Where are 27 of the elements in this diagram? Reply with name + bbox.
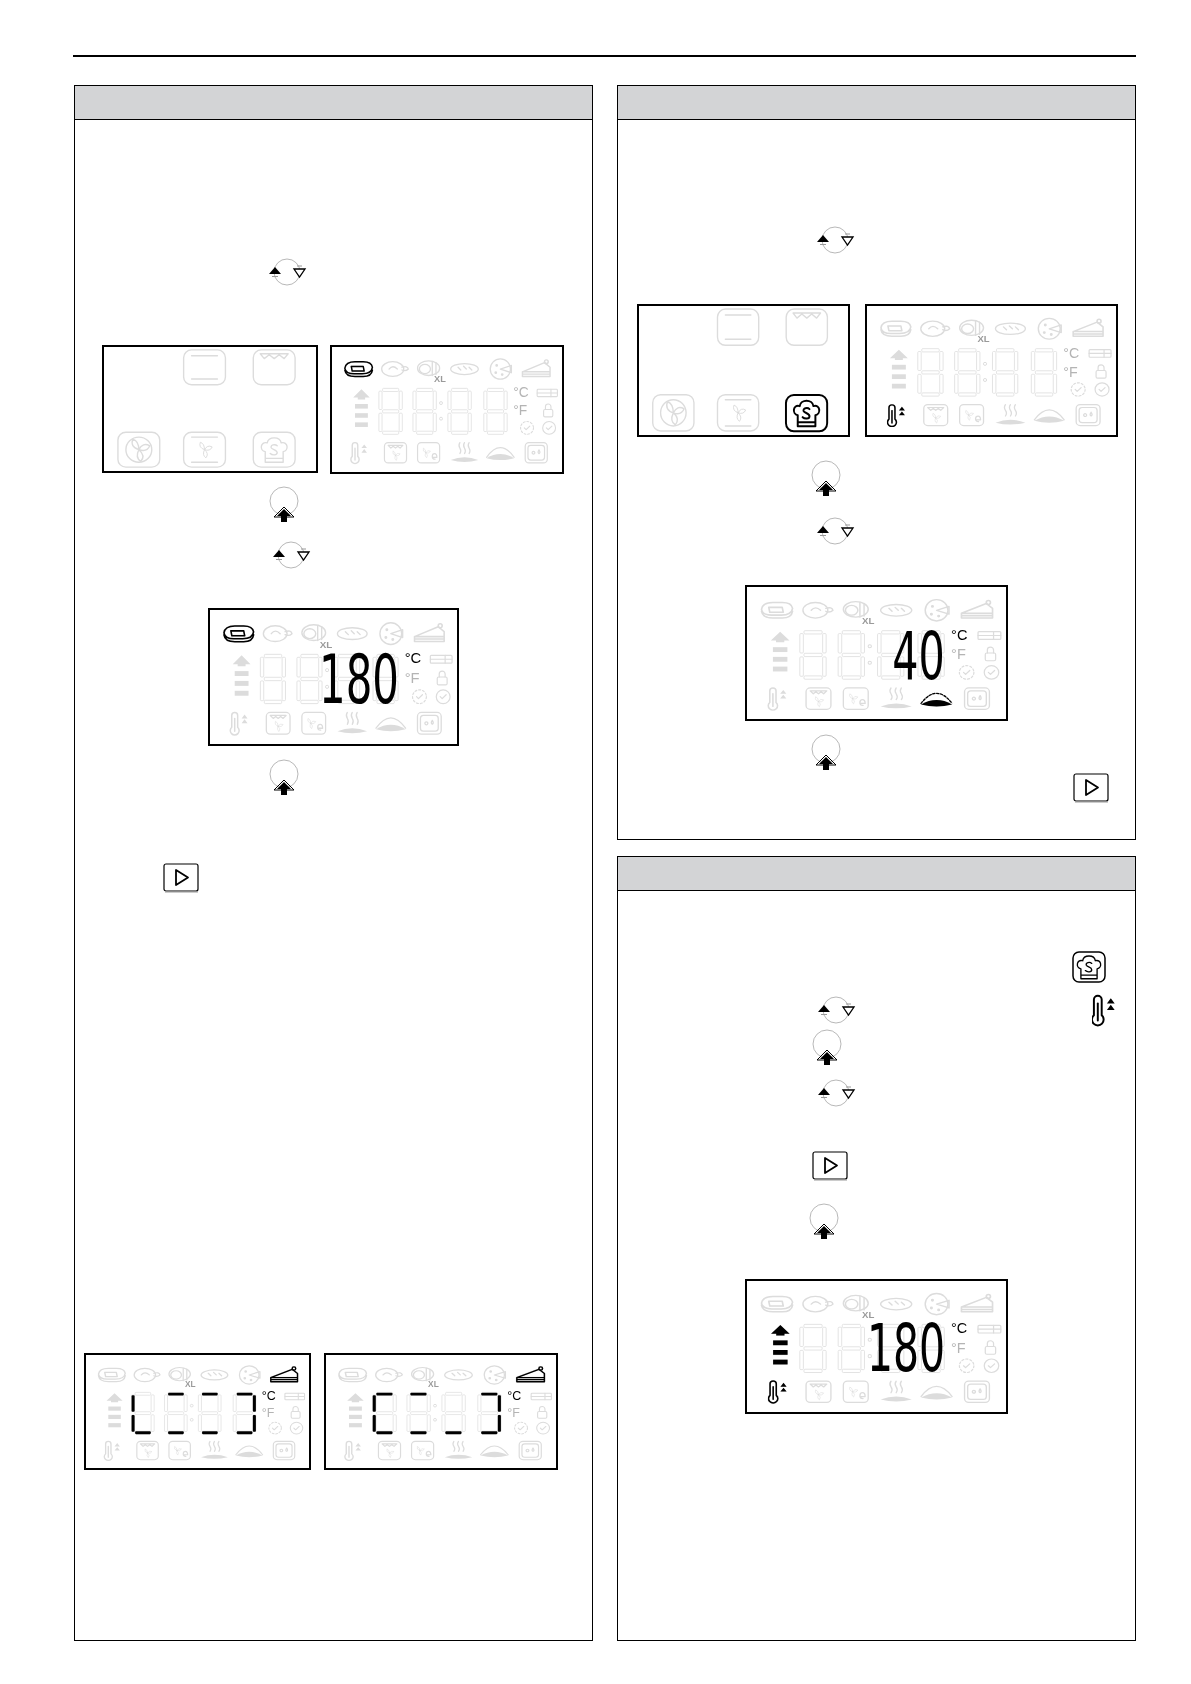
unit-symbol: °F — [404, 671, 420, 686]
temperature-readout: 40 — [892, 624, 945, 688]
unit-symbol: °C — [951, 627, 968, 643]
unit-symbol: °F — [513, 404, 528, 418]
unit-symbol: °F — [261, 1406, 275, 1419]
unit-symbol: °C — [507, 1389, 522, 1403]
instruction-panel — [617, 856, 1136, 1641]
unit-symbol: °C — [404, 651, 422, 667]
unit-symbol: °F — [507, 1406, 520, 1419]
temperature-readout: 180 — [318, 648, 399, 713]
unit-symbol: °F — [951, 1340, 966, 1356]
unit-symbol: °C — [513, 385, 529, 400]
unit-symbol: °C — [261, 1389, 276, 1403]
size-indicator: XL — [862, 1309, 875, 1320]
size-indicator: XL — [185, 1379, 196, 1389]
unit-symbol: °F — [951, 647, 966, 662]
instruction-panel — [74, 85, 593, 1641]
instruction-panel — [617, 85, 1136, 840]
size-indicator: XL — [319, 639, 333, 650]
unit-symbol: °F — [1063, 364, 1078, 380]
temperature-readout: 180 — [866, 1318, 945, 1382]
size-indicator: XL — [977, 334, 990, 344]
size-indicator: XL — [862, 616, 875, 626]
size-indicator: XL — [434, 374, 446, 384]
unit-symbol: °C — [1063, 345, 1080, 361]
unit-symbol: °C — [951, 1321, 968, 1336]
size-indicator: XL — [428, 1379, 439, 1389]
